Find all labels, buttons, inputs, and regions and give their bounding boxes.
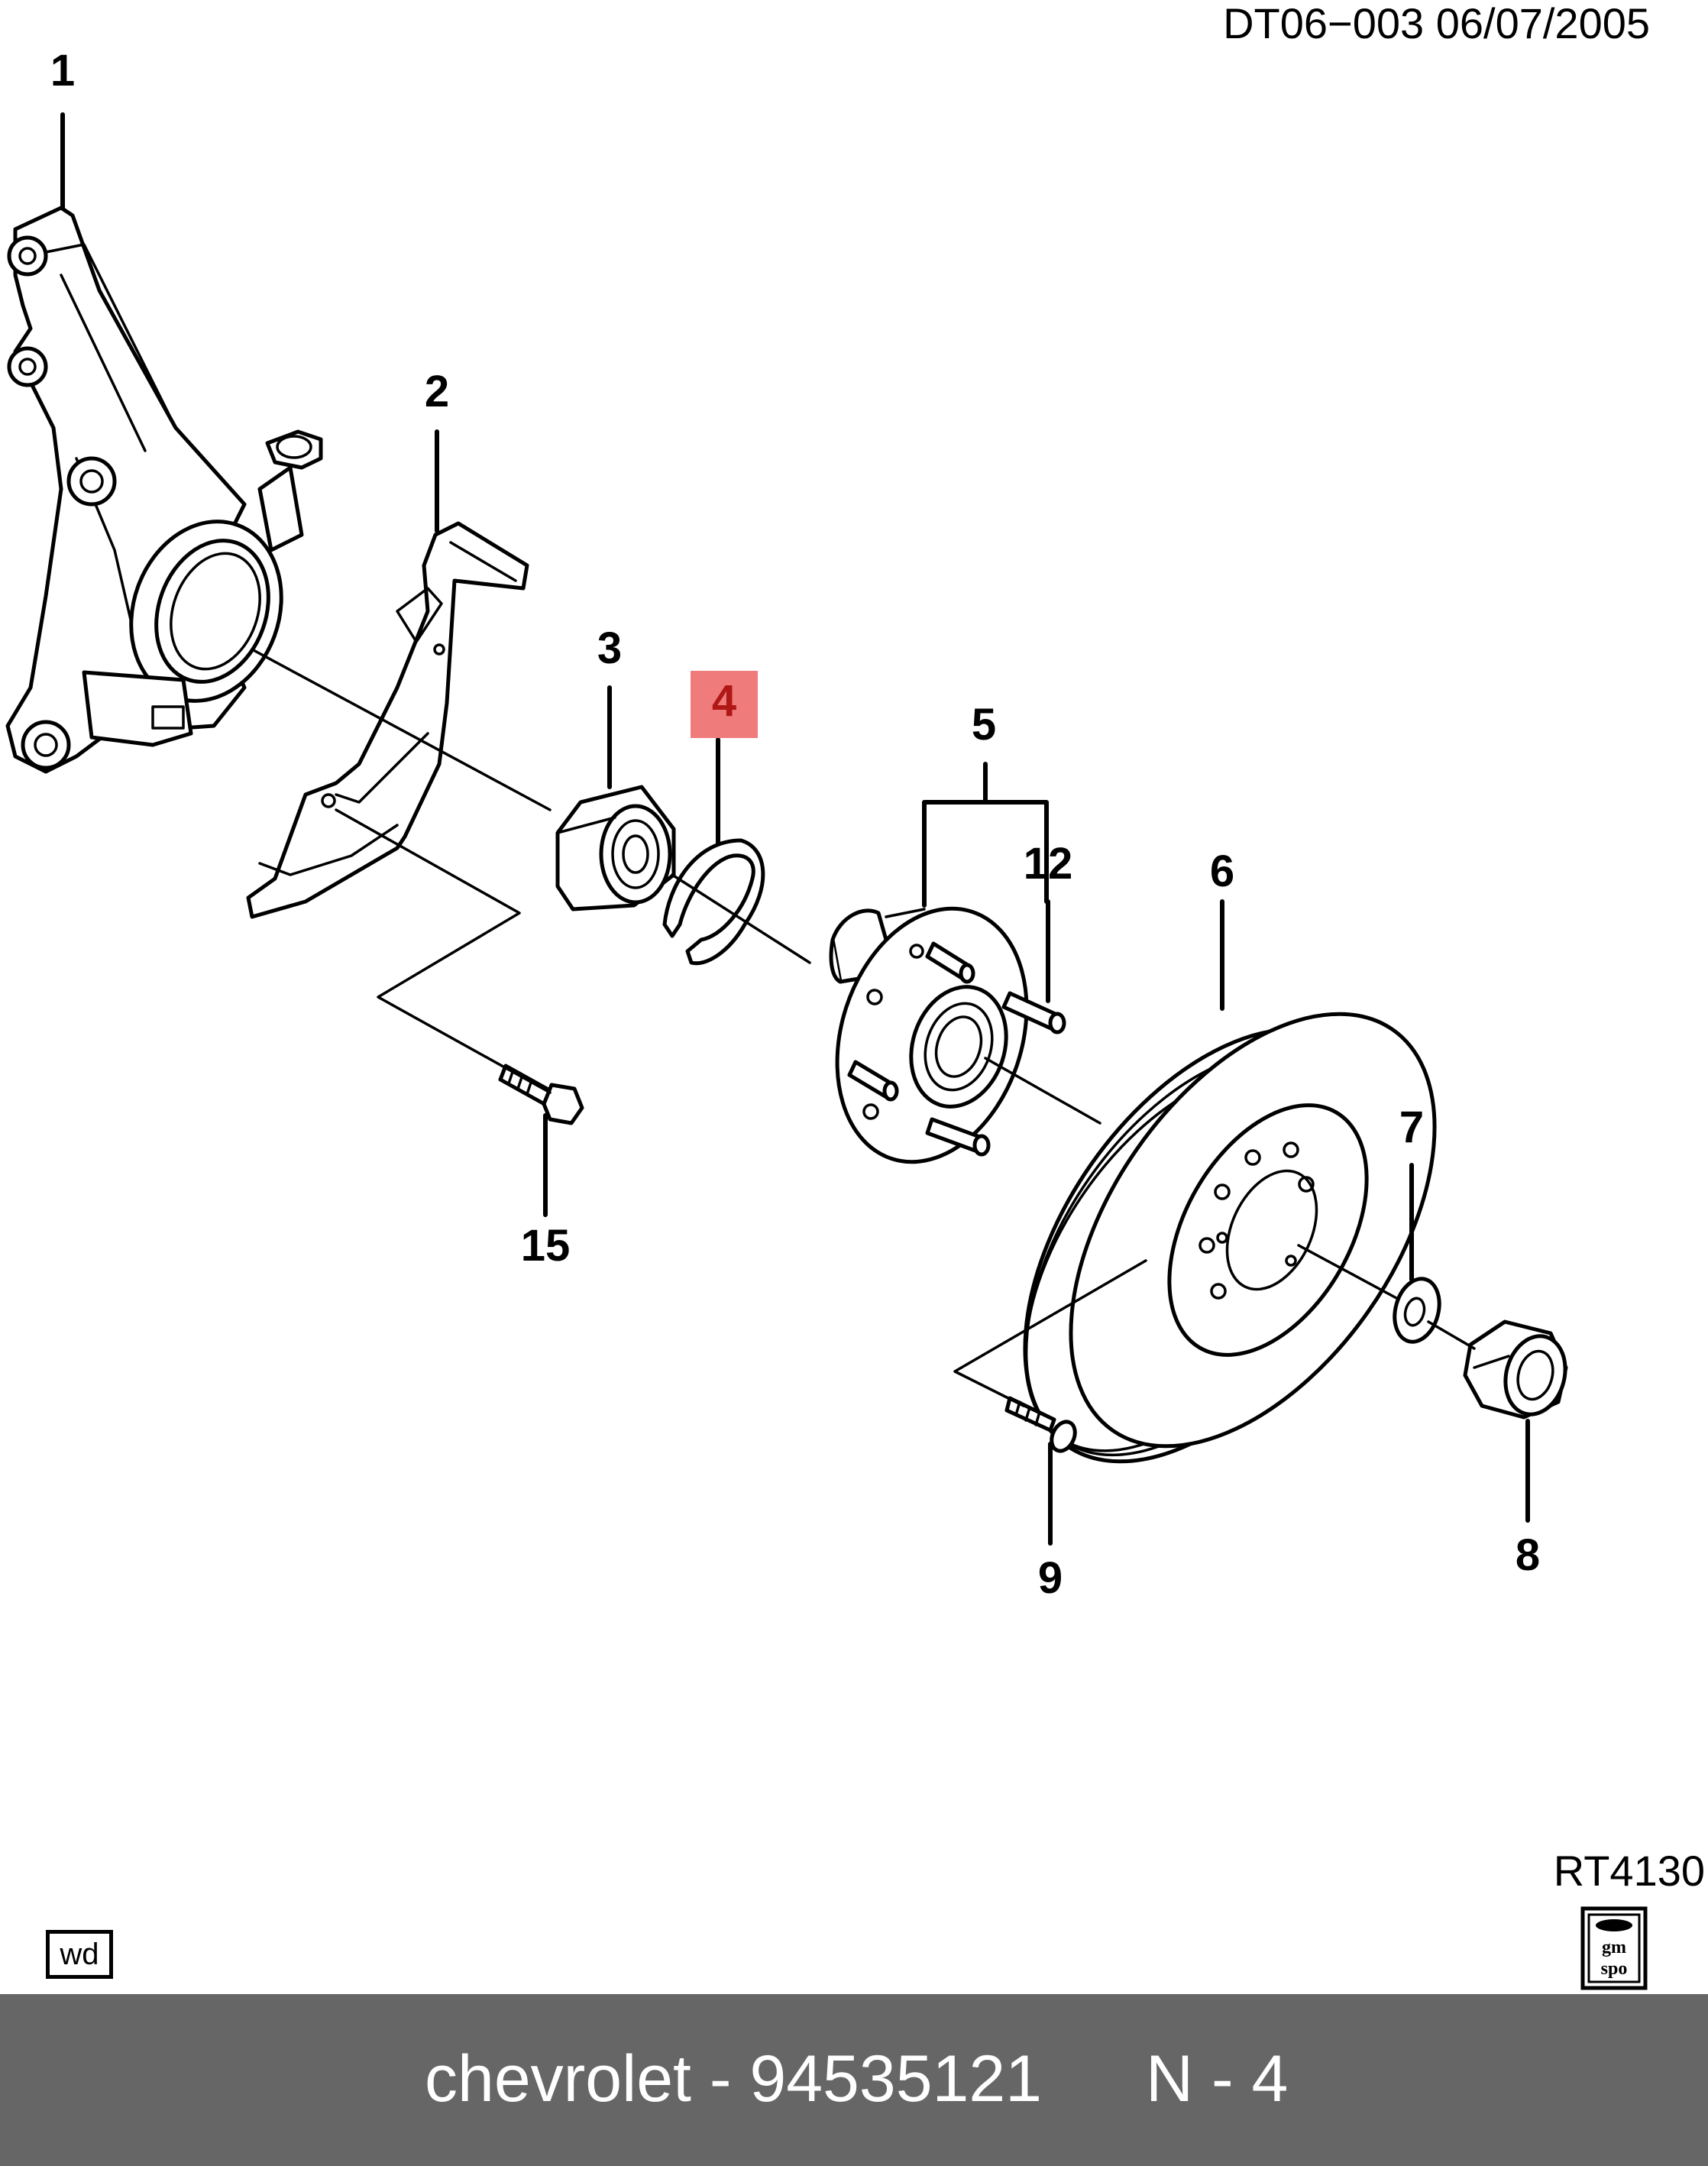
callout-leaders: [60, 112, 1530, 1546]
callout-4: 4: [712, 676, 736, 726]
brand-part-number: chevrolet - 94535121: [425, 2042, 1043, 2116]
callout-1: 1: [50, 46, 75, 96]
hub-nut: [1463, 1319, 1568, 1420]
callout-8: 8: [1516, 1530, 1540, 1580]
reference-number: N - 4: [1146, 2042, 1289, 2116]
callout-12: 12: [1024, 839, 1073, 889]
callout-highlight: [691, 671, 758, 738]
callout-2: 2: [425, 367, 449, 416]
assembly-centerline: [251, 648, 1476, 1407]
callout-9: 9: [1038, 1553, 1063, 1603]
wheel-bearing: [555, 785, 676, 911]
svg-text:gm: gm: [1602, 1938, 1626, 1957]
figure-code: RT4130: [1554, 1847, 1705, 1895]
exploded-parts-diagram: DT06−003 06/07/2005: [5, 0, 1705, 1990]
callout-7: 7: [1399, 1102, 1424, 1152]
wheel-hub: [829, 906, 1066, 1164]
washer: [1393, 1277, 1441, 1344]
callout-3: 3: [597, 623, 622, 673]
gmspo-logo: gm spo: [1580, 1906, 1648, 1990]
steering-knuckle: [5, 206, 323, 774]
callout-15: 15: [521, 1221, 571, 1271]
dust-shield: [246, 521, 529, 919]
callout-5: 5: [972, 700, 996, 750]
callout-6: 6: [1210, 847, 1234, 896]
snap-ring: [662, 838, 765, 966]
disc-screw: [1004, 1396, 1077, 1453]
doc-id-date: DT06−003 06/07/2005: [1223, 0, 1650, 47]
wd-label: wd: [46, 1930, 113, 1979]
shield-bolt: [498, 1064, 584, 1125]
brake-disc: [1023, 1012, 1437, 1464]
svg-text:spo: spo: [1601, 1959, 1628, 1979]
footer-bar: chevrolet - 94535121 N - 4: [0, 1994, 1708, 2166]
